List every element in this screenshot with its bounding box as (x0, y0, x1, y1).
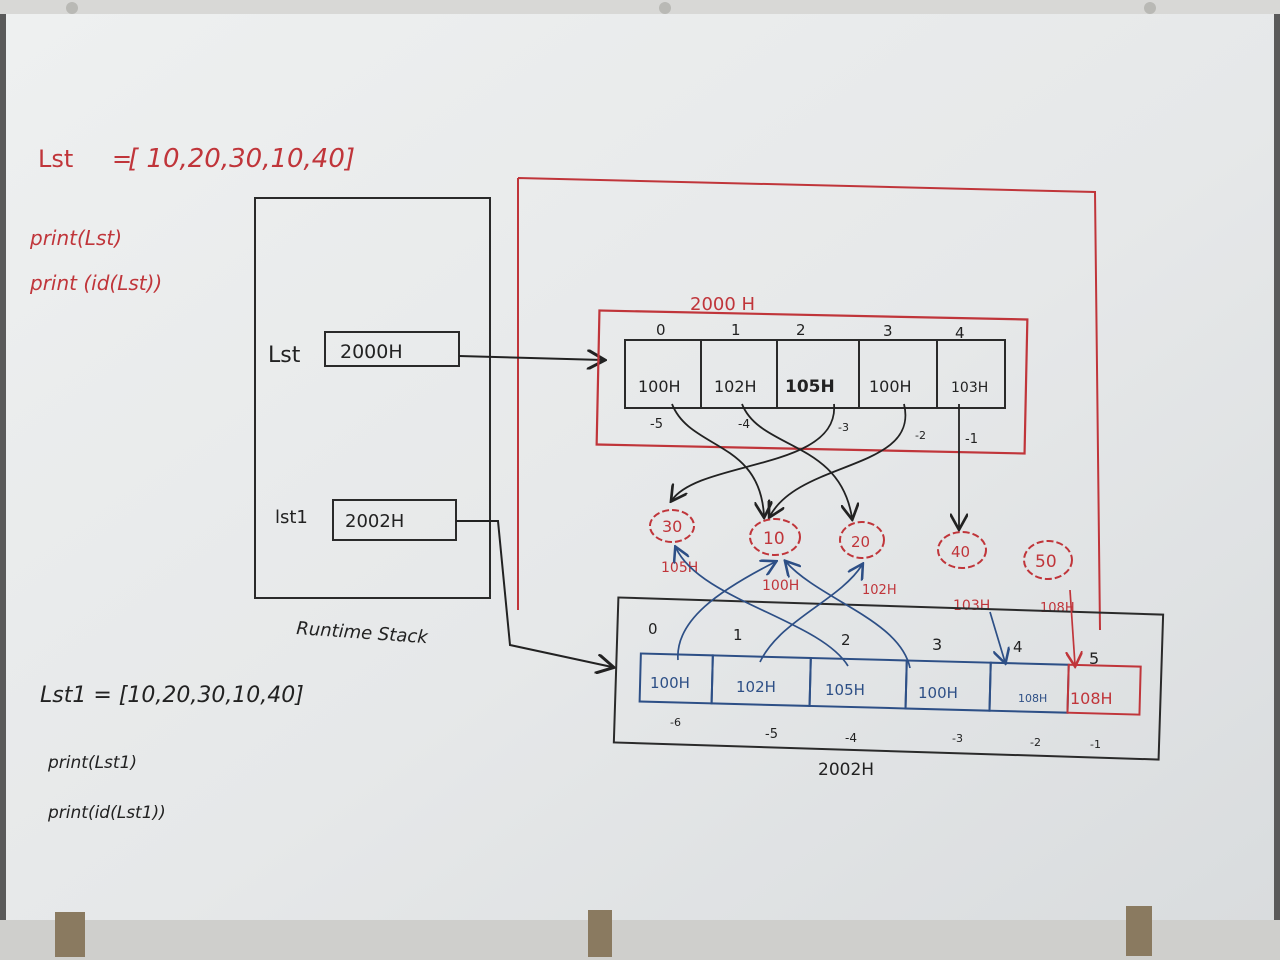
list1-neg-index: -1 (965, 432, 978, 447)
ref-arrow (770, 403, 907, 516)
list1-cell-box (936, 339, 1006, 409)
code-bottom-print: print(Lst1) (47, 753, 137, 773)
list1-outer-box (595, 309, 1029, 455)
object-value: 50 (1035, 552, 1057, 572)
stack-var1-name: Lst (268, 343, 301, 368)
list1-cell-value: 100H (869, 377, 912, 396)
top-rail (0, 0, 1280, 14)
bottom-rail (0, 920, 1280, 960)
object-20: 20 102H (839, 521, 897, 598)
ref-arrow (786, 562, 911, 669)
list2-neg-index: -4 (845, 731, 857, 745)
list1-neg-index: -4 (738, 417, 750, 431)
pointer-lst-to-list1 (458, 356, 603, 360)
stack-var2-value: 2002H (345, 511, 404, 532)
list1-cells (624, 339, 1006, 409)
code-top-list: [ 10,20,30,10,40] (128, 144, 355, 174)
board-surface (6, 10, 1274, 925)
tray-clip (55, 912, 85, 957)
list2-index: 0 (648, 620, 658, 638)
list2-neg-index: -6 (670, 716, 681, 729)
ref-arrow-50 (1070, 589, 1075, 665)
object-address: 103H (953, 598, 990, 614)
code-top-eq: = (112, 145, 132, 173)
list1-neg-index: -5 (650, 417, 663, 432)
ref-arrow (672, 403, 835, 500)
code-bottom-assign: Lst1 = [10,20,30,10,40] (40, 683, 304, 708)
object-value: 40 (951, 543, 970, 561)
runtime-stack-box (254, 197, 491, 599)
object-10: 10 100H (749, 518, 801, 594)
ref-arrow (676, 548, 849, 667)
ref-arrow (677, 562, 775, 661)
list2-cell-value: 105H (825, 681, 865, 699)
object-value: 30 (662, 517, 682, 536)
list2-index: 2 (841, 631, 851, 649)
list2-index: 4 (1013, 638, 1023, 656)
object-address: 108H (1040, 601, 1075, 616)
ref-arrow-40 (989, 611, 1005, 662)
object-cloud (839, 521, 885, 559)
object-cloud (649, 509, 695, 543)
list1-index: 2 (796, 321, 806, 339)
heap-region-outline (517, 177, 1101, 631)
list1-index: 1 (731, 321, 741, 339)
list1-index: 4 (955, 324, 965, 342)
list1-index: 0 (656, 321, 666, 339)
stack-var1-cell (324, 331, 460, 367)
list2-cell-value: 102H (736, 678, 776, 696)
list2-cell-value: 108H (1018, 692, 1047, 705)
list2-cell-value: 100H (918, 684, 958, 702)
list2-neg-index: -5 (765, 727, 778, 742)
object-40: 40 103H (937, 531, 990, 614)
list1-neg-index: -2 (915, 429, 926, 442)
list1-cell-value: 102H (714, 377, 757, 396)
list2-index: 5 (1089, 649, 1099, 668)
object-cloud (937, 531, 987, 569)
list1-address: 2000 H (690, 294, 755, 315)
list2-cell-value: 108H (1070, 689, 1113, 708)
list2-neg-index: -2 (1030, 736, 1041, 749)
list2-cell-box (1066, 663, 1142, 716)
list2-address: 2002H (818, 760, 874, 780)
tray-clip (1126, 906, 1152, 956)
object-address: 100H (762, 578, 799, 594)
object-30: 30 105H (649, 509, 698, 576)
object-address: 102H (862, 583, 897, 598)
list2-ref-arrows (676, 548, 911, 669)
tray-clip (588, 910, 612, 957)
pointer-lst1-to-list2 (456, 520, 612, 667)
screw-right (1144, 2, 1156, 14)
list2-outer-box (612, 596, 1165, 761)
object-value: 10 (763, 529, 785, 549)
list1-cell-value: 103H (951, 380, 988, 396)
stack-var1-value: 2000H (340, 341, 403, 363)
list1-ref-arrows (671, 403, 959, 528)
list1-index: 3 (883, 322, 893, 340)
object-cloud (1023, 540, 1073, 580)
list2-index: 3 (932, 635, 942, 654)
code-top-lst: Lst (38, 145, 73, 173)
list1-neg-index: -3 (838, 421, 849, 434)
list2-cell-value: 100H (650, 674, 690, 692)
list2-index: 1 (733, 626, 743, 644)
screw-left (66, 2, 78, 14)
code-top-print: print(Lst) (29, 226, 122, 250)
stack-var2-name: lst1 (275, 507, 308, 528)
object-cloud (749, 518, 801, 556)
list2-cells (638, 652, 1142, 716)
list1-cell-value: 100H (638, 377, 681, 396)
screw-mid (659, 2, 671, 14)
object-address: 105H (661, 560, 698, 576)
list2-neg-index: -1 (1090, 738, 1101, 751)
code-top-print-id: print (id(Lst)) (29, 271, 162, 295)
ref-arrow (671, 403, 764, 516)
object-value: 20 (851, 533, 870, 551)
list1-cell-value: 105H (785, 377, 835, 397)
ref-arrow (741, 403, 852, 518)
list2-neg-index: -3 (952, 732, 963, 745)
ref-arrow (759, 565, 862, 663)
code-bottom-print-id: print(id(Lst1)) (47, 803, 166, 823)
